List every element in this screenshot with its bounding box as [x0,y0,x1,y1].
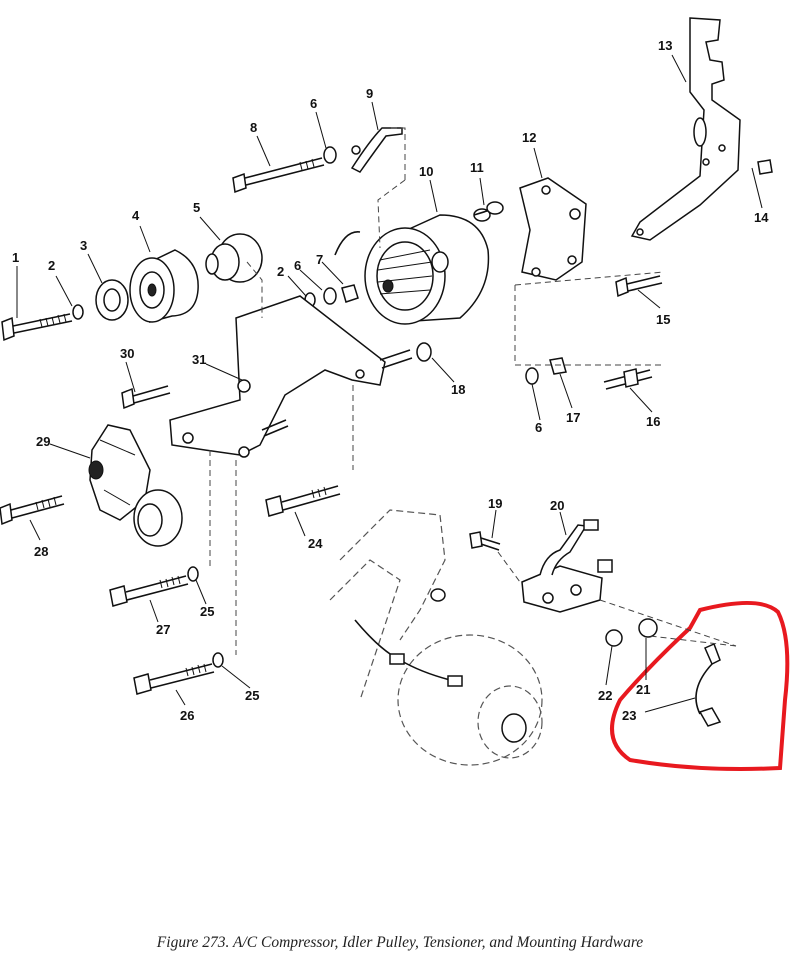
callout-16: 16 [646,414,660,429]
callout-9: 9 [366,86,373,101]
callout-10: 10 [419,164,433,179]
bracket-part-9 [350,127,403,173]
callout-6b: 6 [535,420,542,435]
nut-part-17 [549,357,567,375]
compressor-part-10 [364,214,490,325]
bolt-part-27 [109,575,189,607]
callout-18: 18 [451,382,465,397]
callout-20: 20 [550,498,564,513]
callout-21: 21 [636,682,650,697]
idler-pulley-part-4 [129,249,199,323]
callout-6c: 6 [294,258,301,273]
spacer-part-3 [95,279,129,321]
callout-13: 13 [658,38,672,53]
callout-25b: 25 [245,688,259,703]
washer-part-25-lower [212,652,224,668]
bolt-part-14 [757,159,773,175]
callout-1: 1 [12,250,19,265]
callout-4: 4 [132,208,140,223]
callout-11: 11 [470,160,484,175]
bolt-part-24 [265,485,341,517]
bolt-part-15 [615,275,663,298]
callout-2b: 2 [277,264,284,279]
clip-wire [334,231,361,256]
leader-lines [16,54,763,713]
washer-part-21 [638,618,658,638]
bolt-part-28 [0,495,65,526]
callout-6: 6 [310,96,317,111]
callout-25: 25 [200,604,214,619]
bolt-part-26 [133,663,215,695]
callout-3: 3 [80,238,87,253]
nut-part-7 [341,284,359,303]
highlight-outline [610,601,790,771]
alignment-lines [209,127,737,655]
callout-15: 15 [656,312,670,327]
tensioner-part-29 [88,424,183,547]
bracket-part-13 [630,17,741,241]
callout-22: 22 [598,688,612,703]
washer-part-6-lower [525,367,539,385]
bracket-part-12 [519,177,587,281]
callout-29: 29 [36,434,50,449]
bolt-part-30 [121,385,171,410]
callout-24: 24 [308,536,323,551]
spacer-part-11 [473,201,504,222]
callout-12: 12 [522,130,536,145]
callout-14: 14 [754,210,769,225]
washer-part-6 [323,146,337,164]
callout-19: 19 [488,496,502,511]
figure-caption: Figure 273. A/C Compressor, Idler Pulley… [156,934,644,951]
washer-part-2 [72,304,84,320]
callout-31: 31 [192,352,206,367]
bolt-part-19 [469,531,501,551]
callout-26: 26 [180,708,194,723]
washer-part-18 [416,342,432,362]
pulley-part-5 [205,233,263,283]
callout-5: 5 [193,200,200,215]
bolt-part-8 [232,157,325,194]
stud-part-16 [603,368,653,390]
callout-28: 28 [34,544,48,559]
callout-23: 23 [622,708,636,723]
callout-27: 27 [156,622,170,637]
callout-17: 17 [566,410,580,425]
washer-part-6-center [323,287,337,305]
callout-8: 8 [250,120,257,135]
washer-part-22 [605,629,623,647]
harness-part-23 [695,642,722,727]
tensioner-bracket [169,295,413,458]
installed-compressor-ghost [329,509,543,766]
bolt-part-1 [1,313,73,342]
washer-part-25-upper [187,566,199,582]
callout-7: 7 [316,252,323,267]
callout-2: 2 [48,258,55,273]
callout-30: 30 [120,346,134,361]
manifold-part-20 [521,519,613,613]
callouts: 1 2 3 4 5 8 6 9 10 11 12 13 14 15 16 17 … [12,38,769,723]
